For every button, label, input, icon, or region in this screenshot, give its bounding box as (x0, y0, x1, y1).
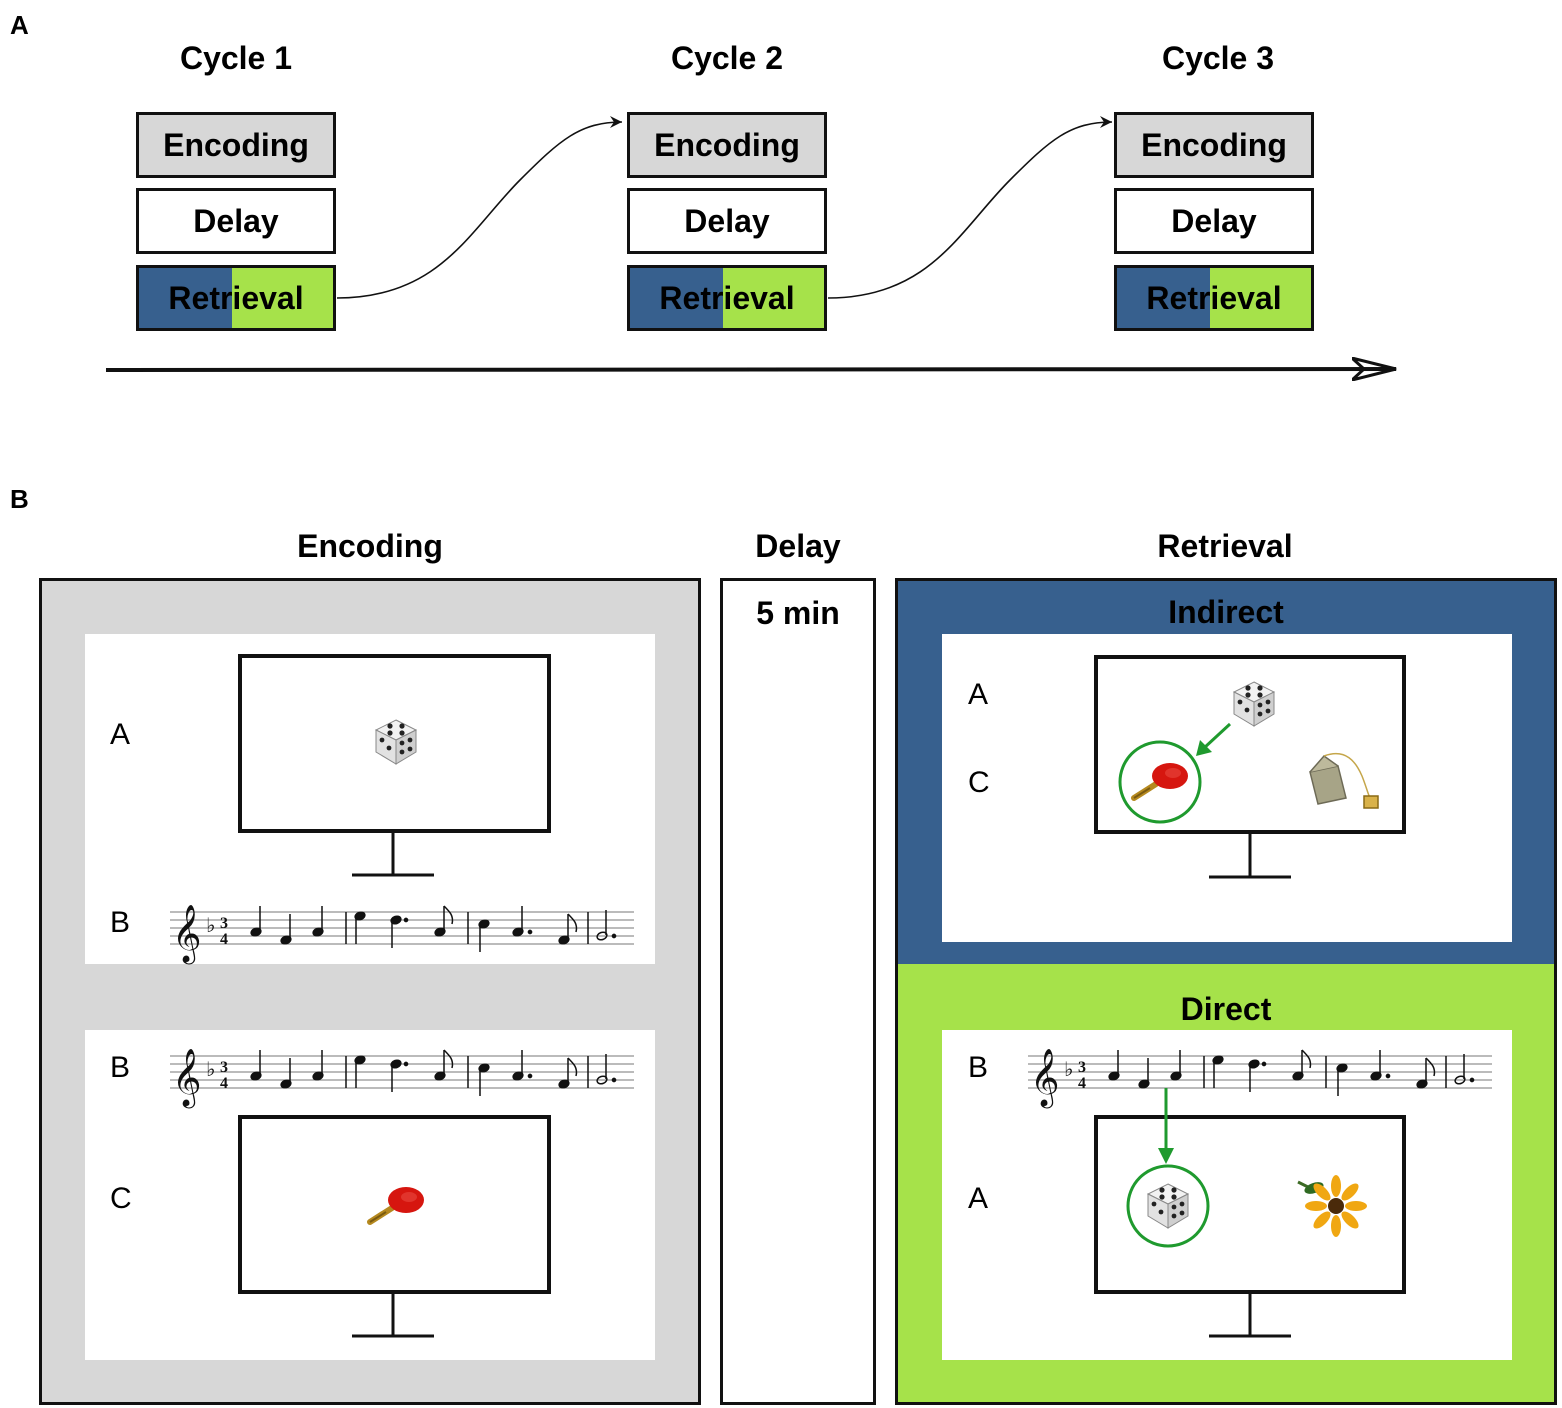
cycle-1-delay-box: Delay (136, 188, 336, 254)
cycle-1-retrieval-label: Retrieval (168, 279, 304, 316)
cycle-2-encoding-box: Encoding (627, 112, 827, 178)
encoding-trial-1-music-staff-icon (169, 903, 635, 966)
cycle-1-title: Cycle 1 (179, 40, 293, 76)
cycle-2-retrieval-label: Retrieval (659, 279, 795, 316)
cycle-1-delay-label: Delay (193, 202, 279, 239)
panel-a-connectors (105, 116, 1562, 400)
cycle-2-delay-label: Delay (684, 202, 770, 239)
encoding-trial-1-monitor-icon (238, 654, 551, 877)
cycle-1-encoding-box: Encoding (136, 112, 336, 178)
delay-section-title: Delay (755, 528, 841, 564)
indirect-row-2-letter: C (968, 766, 990, 799)
encoding-trial-2-monitor-icon (238, 1115, 551, 1338)
encoding-trial-1-row-2-letter: B (110, 906, 131, 939)
cycle-2-encoding-label: Encoding (654, 126, 800, 163)
panel-b-label: B (10, 484, 29, 514)
encoding-trial-2-music-staff-icon (169, 1047, 635, 1110)
cycle-3-encoding-label: Encoding (1141, 126, 1287, 163)
cycle-3-encoding-box: Encoding (1114, 112, 1314, 178)
cycle-3-title: Cycle 3 (1161, 40, 1275, 76)
direct-music-staff-icon (1027, 1047, 1493, 1110)
cycle-1-to-2-arrow (336, 116, 623, 299)
cycle-3-retrieval-box: Retrieval (1114, 265, 1314, 331)
cycle-2-title: Cycle 2 (670, 40, 784, 76)
retrieval-section-title: Retrieval (1157, 528, 1293, 564)
cycle-3-delay-label: Delay (1171, 202, 1257, 239)
encoding-trial-2-row-2-letter: C (110, 1182, 132, 1215)
direct-green-arrow (1158, 1088, 1174, 1164)
direct-row-2-letter: A (968, 1182, 989, 1215)
cycle-2-delay-box: Delay (627, 188, 827, 254)
cycle-2-retrieval-box: Retrieval (627, 265, 827, 331)
cycle-3-retrieval-label: Retrieval (1146, 279, 1282, 316)
direct-row-1-letter: B (968, 1051, 989, 1084)
indirect-green-arrow (1196, 722, 1232, 756)
encoding-section-title: Encoding (297, 528, 443, 564)
delay-duration: 5 min (756, 595, 840, 631)
cycle-1-encoding-label: Encoding (163, 126, 309, 163)
cycle-1-retrieval-box: Retrieval (136, 265, 336, 331)
cycle-3-delay-box: Delay (1114, 188, 1314, 254)
indirect-selection-circle (1118, 740, 1202, 824)
direct-selection-circle (1126, 1164, 1210, 1248)
encoding-trial-2-row-1-letter: B (110, 1051, 131, 1084)
timeline-arrow (105, 369, 1396, 370)
cycle-2-to-3-arrow (827, 116, 1113, 299)
encoding-trial-1-row-1-letter: A (110, 718, 131, 751)
panel-a-label: A (10, 10, 29, 40)
direct-title: Direct (1180, 991, 1272, 1027)
indirect-title: Indirect (1168, 594, 1284, 630)
indirect-row-1-letter: A (968, 678, 989, 711)
delay-panel (720, 578, 876, 1405)
